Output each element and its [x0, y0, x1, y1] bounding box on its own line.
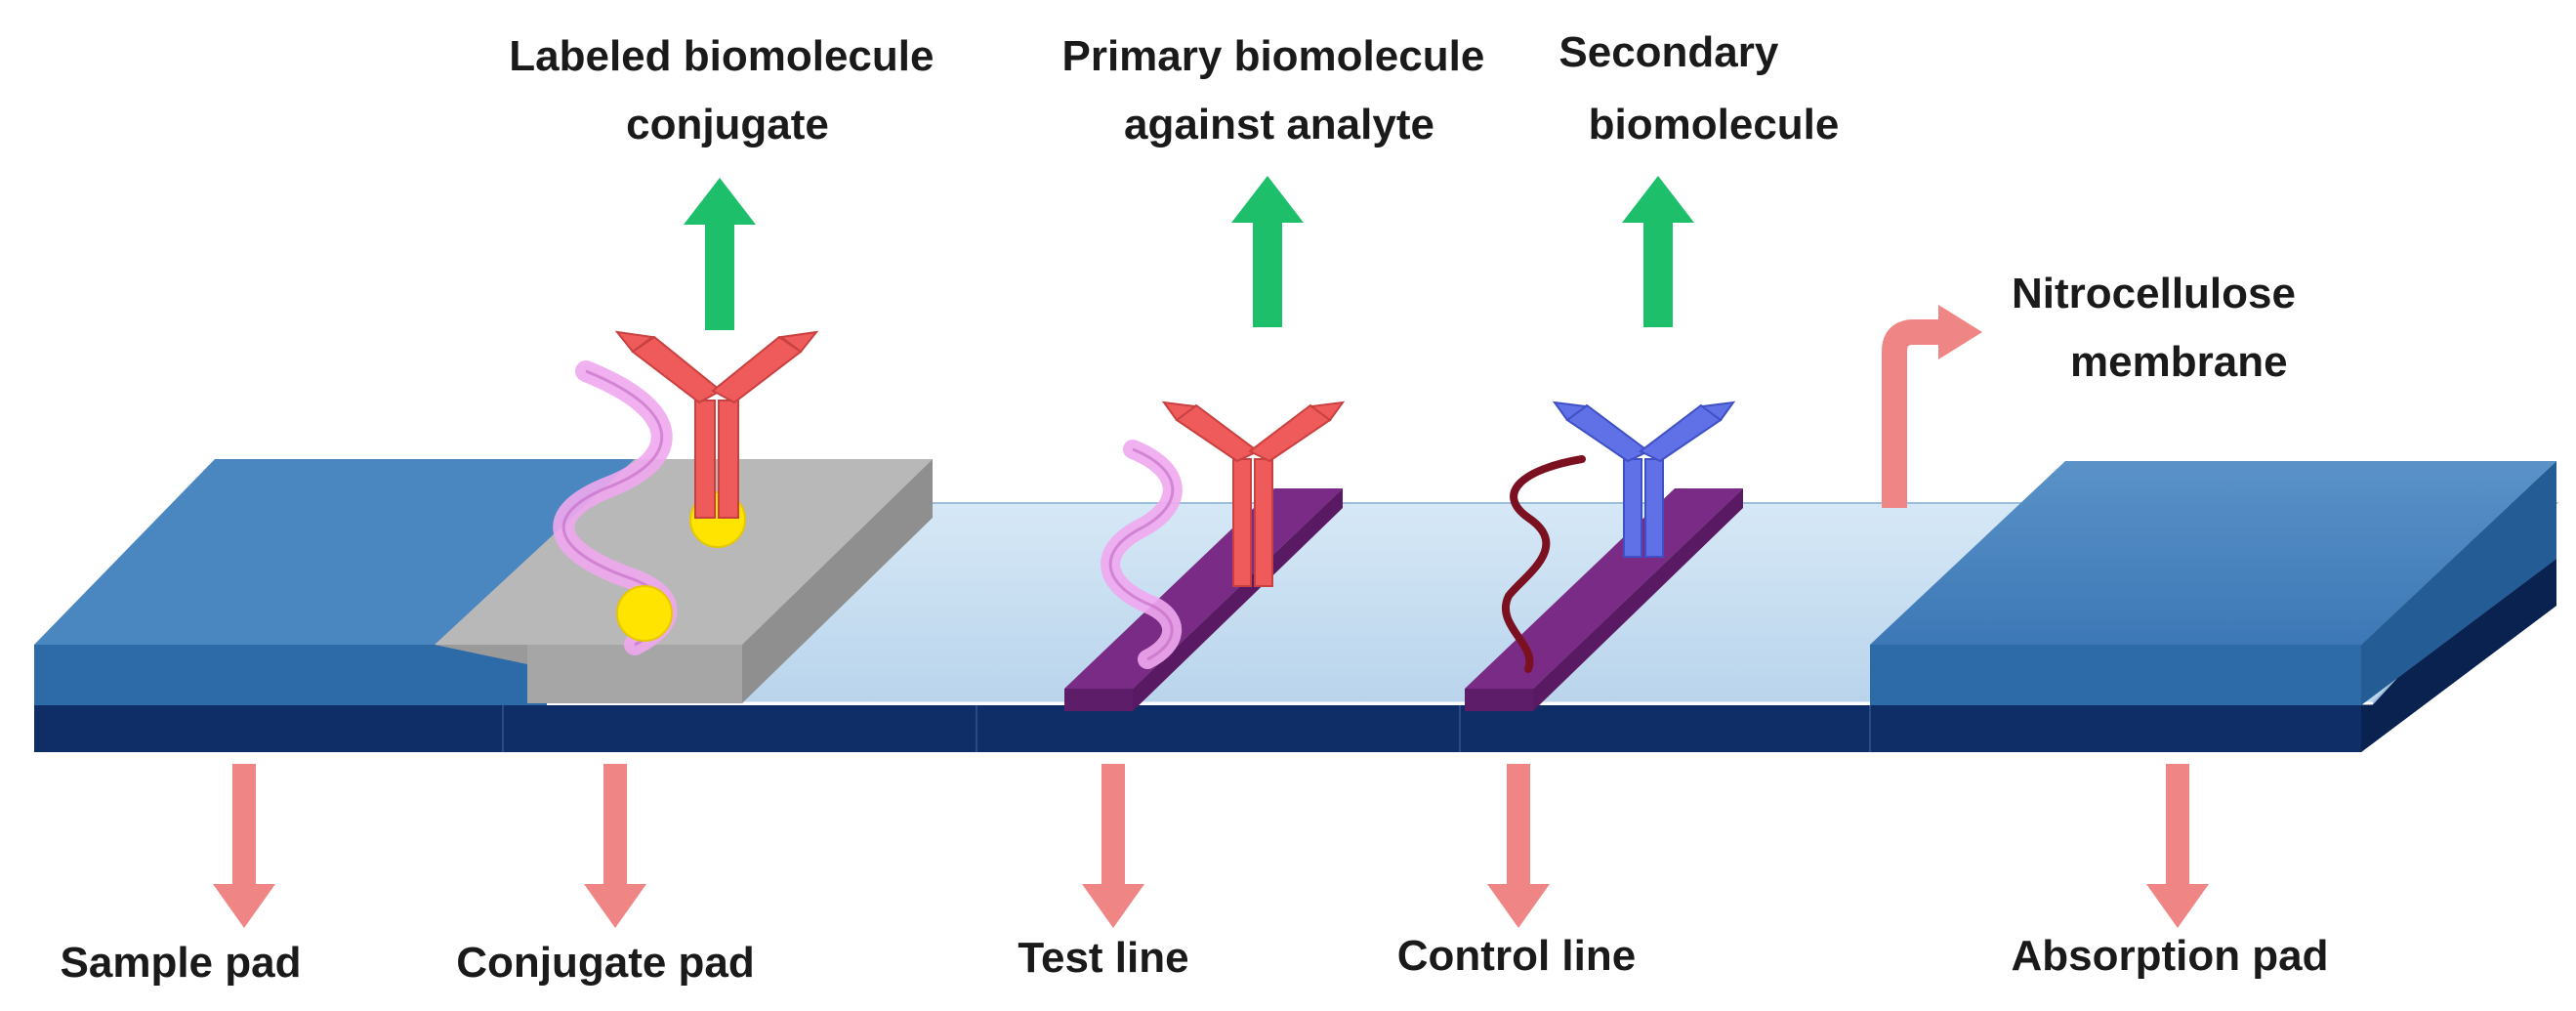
arrow-up-conjugate-icon: [684, 178, 756, 330]
label-membrane-line1: Nitrocellulose: [2012, 270, 2296, 317]
label-primary-line1: Primary biomolecule: [1061, 32, 1484, 80]
label-labeled-conjugate-line2: conjugate: [626, 101, 829, 148]
arrow-down-conjugate-pad-icon: [584, 764, 646, 928]
peptide-chain-control-line: [1502, 455, 1586, 673]
labeled-antibody: [614, 330, 819, 519]
primary-antibody: [1161, 400, 1346, 587]
absorption-pad: [1870, 461, 2556, 705]
label-secondary-biomolecule: Secondary biomolecule: [1558, 28, 1839, 148]
dna-ribbon-test-line: [1101, 440, 1183, 669]
label-nitrocellulose-membrane: Nitrocellulose membrane: [2012, 270, 2307, 386]
arrow-down-test-line-icon: [1082, 764, 1144, 928]
label-sample-pad: Sample pad: [61, 939, 302, 987]
label-primary-line2: against analyte: [1124, 101, 1434, 148]
label-test-line: Test line: [1018, 934, 1188, 982]
backing-card: [34, 559, 2556, 752]
label-labeled-conjugate: Labeled biomolecule conjugate: [509, 32, 945, 148]
label-secondary-line1: Secondary: [1558, 28, 1779, 76]
label-conjugate-pad: Conjugate pad: [456, 939, 755, 987]
arrow-down-control-line-icon: [1487, 764, 1550, 928]
label-primary-biomolecule: Primary biomolecule against analyte: [1061, 32, 1496, 148]
arrow-bent-membrane-icon: [1882, 305, 1982, 508]
label-absorption-pad: Absorption pad: [2011, 932, 2328, 980]
arrow-down-absorption-pad-icon: [2146, 764, 2209, 928]
gold-particle-lower: [616, 585, 673, 642]
secondary-antibody: [1552, 400, 1736, 558]
arrow-down-sample-pad-icon: [213, 764, 275, 928]
arrow-up-secondary-icon: [1622, 176, 1694, 327]
label-membrane-line2: membrane: [2070, 338, 2288, 386]
conjugate-pad: [435, 459, 933, 703]
label-labeled-conjugate-line1: Labeled biomolecule: [509, 32, 934, 80]
arrow-up-primary-icon: [1231, 176, 1304, 327]
control-line: [1465, 488, 1743, 711]
label-control-line: Control line: [1397, 932, 1636, 980]
label-secondary-line2: biomolecule: [1589, 101, 1840, 148]
